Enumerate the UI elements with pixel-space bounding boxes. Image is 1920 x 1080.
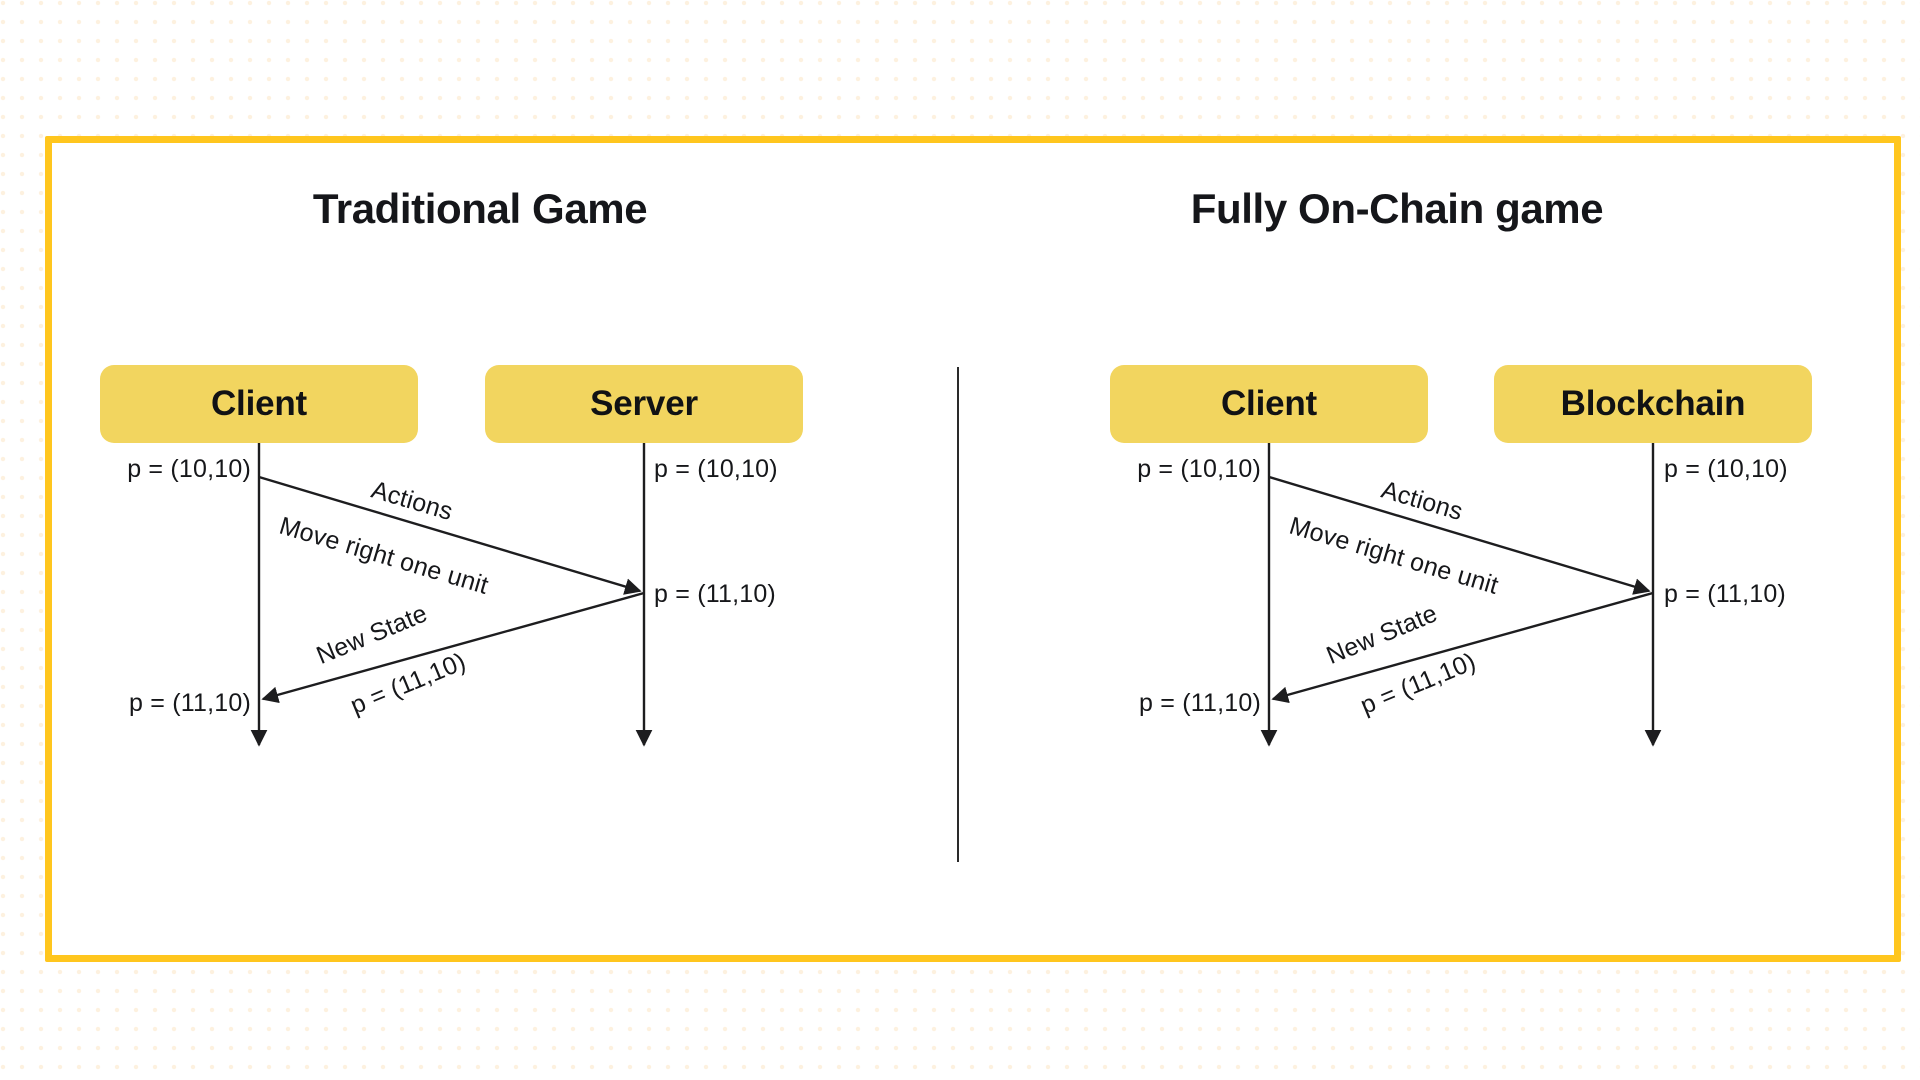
message-label-new-state-value-onchain: p = (11,10) <box>1356 647 1480 720</box>
panel-title-traditional: Traditional Game <box>312 185 648 232</box>
message-label-actions-onchain: Actions <box>1378 475 1467 527</box>
state-label-client-initial-onchain: p = (10,10) <box>1137 455 1261 483</box>
state-label-blockchain-initial-onchain: p = (10,10) <box>1664 455 1788 483</box>
state-label-client-initial-traditional: p = (10,10) <box>127 455 251 483</box>
message-label-move-right-traditional: Move right one unit <box>276 511 492 600</box>
actor-label: Client <box>1220 384 1318 423</box>
message-label-move-right-onchain: Move right one unit <box>1286 511 1502 600</box>
actor-box-client-onchain[interactable]: Client <box>1110 365 1428 443</box>
actor-box-server-traditional[interactable]: Server <box>485 365 803 443</box>
state-label-server-initial-traditional: p = (10,10) <box>654 455 778 483</box>
message-label-new-state-traditional: New State <box>312 599 432 670</box>
actor-box-blockchain-onchain[interactable]: Blockchain <box>1494 365 1812 443</box>
panel-title-onchain: Fully On-Chain game <box>1190 185 1604 232</box>
state-label-server-updated-traditional: p = (11,10) <box>654 580 776 608</box>
message-label-new-state-onchain: New State <box>1322 599 1442 670</box>
message-label-new-state-value-traditional: p = (11,10) <box>346 647 470 720</box>
actor-label: Client <box>210 384 308 423</box>
state-label-client-updated-onchain: p = (11,10) <box>1139 689 1261 717</box>
panel-divider <box>957 367 959 862</box>
actor-label: Server <box>590 384 698 423</box>
actor-label: Blockchain <box>1560 384 1746 423</box>
message-label-actions-traditional: Actions <box>368 475 457 527</box>
state-label-client-updated-traditional: p = (11,10) <box>129 689 251 717</box>
state-label-blockchain-updated-onchain: p = (11,10) <box>1664 580 1786 608</box>
diagram-card: Traditional Game Fully On-Chain game Cli… <box>45 136 1901 962</box>
actor-box-client-traditional[interactable]: Client <box>100 365 418 443</box>
